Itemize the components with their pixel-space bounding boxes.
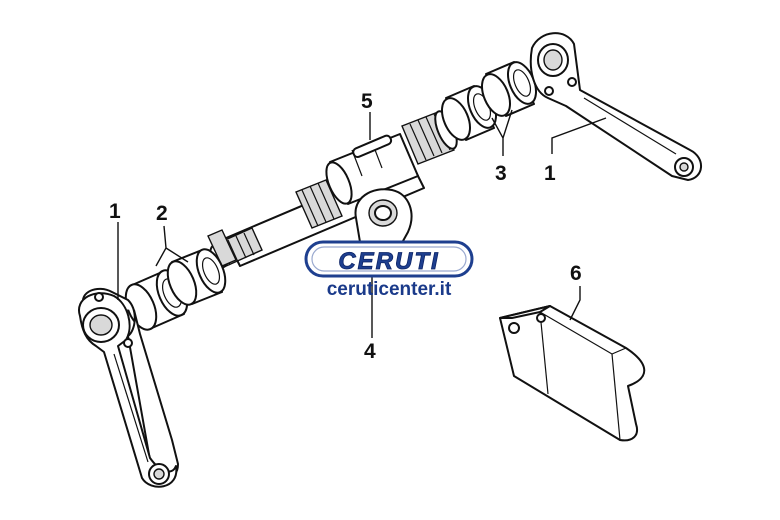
callout-2: 2 (156, 202, 168, 225)
callout-1-right: 1 (544, 162, 556, 185)
watermark-logo-text: CERUTI (338, 248, 439, 275)
watermark-url: ceruticenter.it (327, 279, 452, 300)
leader-lines (117, 109, 607, 338)
lift-arm-left-part-1 (78, 287, 179, 488)
watermark: CERUTI ceruticenter.it (304, 240, 474, 300)
bushings-part-3 (441, 61, 537, 141)
callout-6: 6 (570, 262, 582, 285)
callout-1-left: 1 (109, 200, 121, 223)
callout-numbers: 1 2 5 3 1 4 6 (109, 90, 582, 363)
bushings-part-2 (124, 248, 227, 331)
lift-arm-right-part-1 (529, 32, 702, 181)
bent-plate-part-6 (499, 305, 646, 442)
callout-5: 5 (361, 90, 373, 113)
shaft-part-5 (207, 110, 458, 269)
watermark-logo-badge (304, 240, 474, 278)
callout-4: 4 (364, 340, 376, 363)
callout-3: 3 (495, 162, 507, 185)
